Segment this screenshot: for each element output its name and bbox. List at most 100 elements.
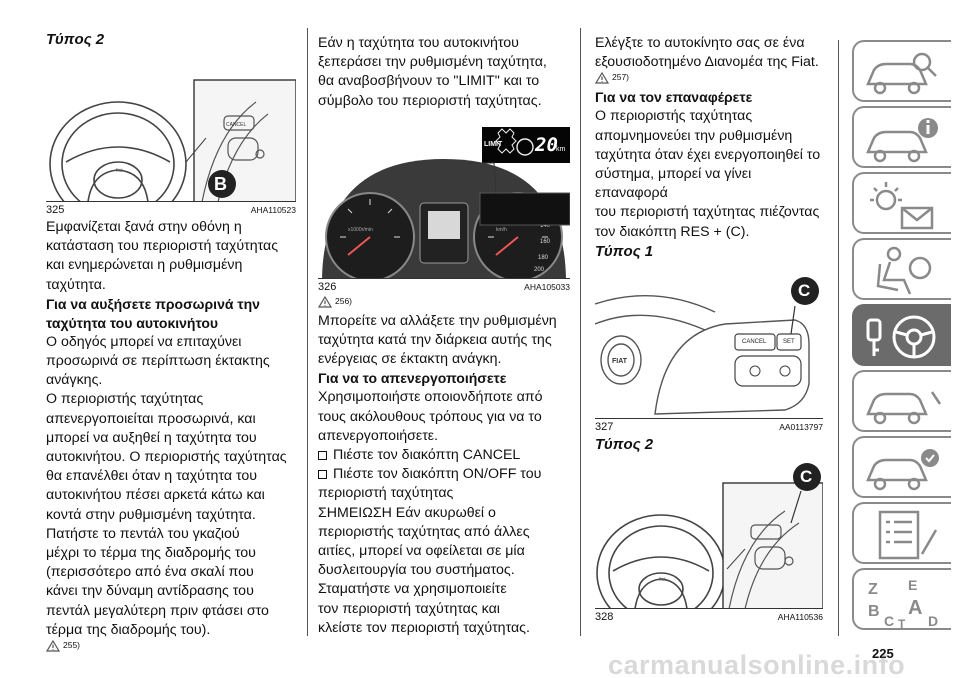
car-service-icon (866, 449, 939, 491)
paragraph: Ο οδηγός μπορεί να επιταχύνει προσωρινά … (46, 333, 296, 391)
svg-text:fiat: fiat (659, 577, 666, 583)
tab-breakdown[interactable] (852, 370, 951, 432)
bullet-square-icon (318, 451, 327, 461)
note-256[interactable]: 256) (318, 295, 570, 312)
figure-328: fiat C (595, 456, 823, 609)
column-divider (838, 40, 839, 636)
figure-326: 100 120 140 160 180 200 km/h x1000r/min … (318, 118, 570, 279)
line: Ο οδηγός μπορεί να επιταχύνει (46, 333, 242, 350)
svg-text:Z: Z (868, 581, 878, 598)
steering-controls-illustration: FIAT (595, 276, 819, 415)
tab-seat-airbag[interactable] (852, 238, 951, 300)
svg-text:160: 160 (540, 239, 551, 245)
heading-type-1: Τύπος 1 (595, 242, 654, 260)
callout-c-label: C (798, 280, 811, 300)
line: ενέργειας σε έκτακτη ανάγκη. (318, 351, 502, 368)
svg-text:180: 180 (538, 255, 549, 261)
tab-starting-driving[interactable] (852, 304, 951, 366)
line: τους ακόλουθους τρόπους για να το (318, 408, 542, 425)
set-button-label: SET (783, 338, 795, 345)
figure-325: CANCEL fiat B (46, 52, 296, 202)
line: σύμβολο του περιοριστή ταχύτητας. (318, 92, 542, 109)
line: περιοριστή ταχύτητας (318, 485, 454, 502)
line: απενεργοποιείται προσωρινά, και (46, 410, 256, 427)
svg-text:D: D (928, 613, 938, 629)
line: τον περιοριστή ταχύτητας και (318, 600, 500, 617)
bullet-item: Πιέστε τον διακόπτη ON/OFF του (318, 465, 570, 484)
line: κατάσταση του περιοριστή ταχύτητας (46, 238, 279, 255)
seat-airbag-icon (876, 246, 932, 295)
note-255[interactable]: 255) (46, 640, 296, 656)
heading-type-2: Τύπος 2 (46, 31, 105, 48)
line: μπορεί να αυξηθεί η ταχύτητα του (46, 429, 257, 446)
callout-b-label: B (214, 174, 227, 194)
line: ανάγκης. (46, 372, 103, 389)
line: θα αναβοσβήνουν το "LIMIT" και το (318, 73, 540, 90)
figure-code: AHA105033 (524, 281, 570, 292)
car-breakdown-icon (866, 391, 942, 425)
svg-text:FIAT: FIAT (612, 358, 628, 365)
figure-number: 325 (46, 204, 65, 216)
tab-service[interactable] (852, 436, 951, 498)
line: μέχρι το τέρμα της διαδρομής του (46, 545, 256, 562)
line: Ελέγξτε το αυτοκίνητο σας σε ένα (595, 35, 805, 51)
paragraph: Ελέγξτε το αυτοκίνητο σας σε ένα εξουσιο… (595, 34, 823, 72)
line: ταχύτητα. (46, 276, 106, 293)
tab-car-info[interactable] (852, 106, 951, 168)
line: αυτοκινήτου πέσει αρκετά κάτω και (46, 487, 265, 504)
svg-text:200: 200 (534, 267, 545, 273)
svg-text:CANCEL: CANCEL (226, 122, 247, 128)
warning-triangle-icon (46, 640, 60, 652)
subheading-resume: Για να τον επαναφέρετε (595, 89, 753, 106)
line: Χρησιμοποιήστε οποιονδήποτε από (318, 389, 543, 406)
figure-327: FIAT CANCEL SET C (595, 263, 823, 419)
warning-light-message-icon (870, 182, 934, 230)
tab-car-search[interactable] (852, 40, 951, 102)
warning-triangle-icon (318, 295, 332, 308)
svg-text:km/h: km/h (496, 227, 507, 233)
line: Πιέστε τον διακόπτη ON/OFF του (333, 466, 542, 483)
tab-specifications[interactable] (852, 502, 951, 564)
note-257[interactable]: 257) (595, 72, 823, 88)
figure-328-caption: 328 AHA110536 (595, 611, 823, 623)
bullet-text: Πιέστε τον διακόπτη ON/OFF του (333, 465, 541, 484)
line: προσωρινά σε περίπτωση έκτακτης (46, 353, 270, 370)
tab-warning-lights[interactable] (852, 172, 951, 234)
key-steering-wheel-icon (866, 315, 936, 359)
line: Για να αυξήσετε προσωρινά την (46, 295, 260, 312)
paragraph: Εάν η ταχύτητα του αυτοκινήτου ξεπεράσει… (318, 34, 570, 111)
line: Ο περιοριστής ταχύτητας (595, 108, 753, 125)
steering-wheel-illustration: fiat (596, 462, 823, 608)
svg-text:fiat: fiat (116, 168, 123, 174)
column-1: Τύπος 2 CANCEL fiat B (46, 0, 296, 656)
callout-c-circle (793, 462, 821, 491)
figure-code: AA0113797 (779, 421, 823, 432)
svg-text:E: E (908, 577, 917, 593)
paragraph: περιοριστή ταχύτητας ΣΗΜΕΙΩΣΗ Εάν ακυρωθ… (318, 484, 570, 638)
line: Σταματήστε να χρησιμοποιείτε (318, 581, 507, 598)
line: ξεπεράσει την ρυθμισμένη ταχύτητα, (318, 54, 547, 71)
column-divider (580, 28, 581, 636)
line: σύστημα, μπορεί να γίνει επαναφορά (595, 166, 752, 202)
figure-code: AHA110536 (777, 611, 823, 622)
line: αιτίες, μπορεί να οφείλεται σε μία (318, 543, 525, 560)
line: και ενημερώνεται η ρυθμισμένη (46, 257, 243, 274)
note-ref: 257) (612, 72, 630, 83)
callout-c-label: C (800, 466, 813, 486)
line: Μπορείτε να αλλάξετε την ρυθμισμένη (318, 312, 557, 329)
svg-text:A: A (908, 597, 922, 619)
column-3: Ελέγξτε το αυτοκίνητο σας σε ένα εξουσιο… (595, 0, 823, 623)
bullet-item: Πιέστε τον διακόπτη CANCEL (318, 446, 570, 465)
page-number: 225 (872, 646, 894, 661)
line: αυτοκινήτου. Ο περιοριστής ταχύτητας (46, 449, 287, 466)
line: του περιοριστή ταχύτητας πιέζοντας (595, 204, 820, 221)
line: πεντάλ μεγαλύτερη πριν φτάσει στο (46, 602, 269, 619)
line: ΣΗΜΕΙΩΣΗ Εάν ακυρωθεί ο (318, 504, 496, 521)
figure-number: 327 (595, 420, 614, 433)
line: Ο περιοριστής ταχύτητας (46, 391, 204, 408)
paragraph: Εμφανίζεται ξανά στην οθόνη η κατάσταση … (46, 218, 296, 295)
line: περιοριστής ταχύτητας από άλλες (318, 523, 530, 540)
